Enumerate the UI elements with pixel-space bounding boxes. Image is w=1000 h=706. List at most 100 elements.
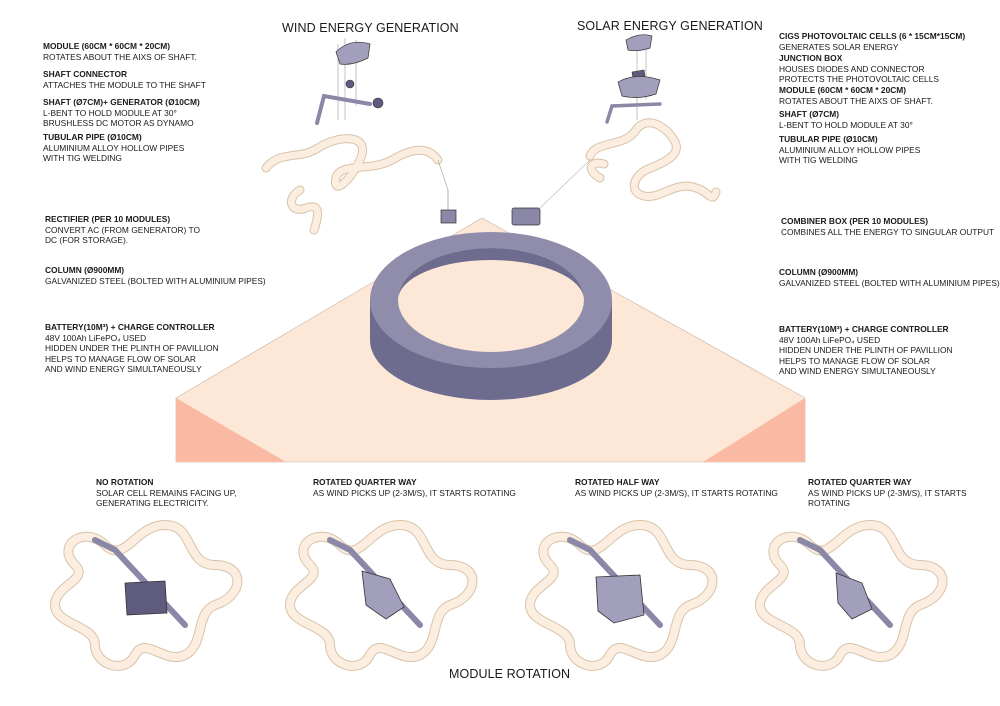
wind-module <box>335 41 371 65</box>
label-line: WITH TIG WELDING <box>43 153 122 164</box>
right-label-junction-box: JUNCTION BOX HOUSES DIODES AND CONNECTOR… <box>779 53 939 85</box>
plinth-left-side <box>176 398 286 462</box>
label-line: COMBINES ALL THE ENERGY TO SINGULAR OUTP… <box>781 226 995 237</box>
wind-heading: WIND ENERGY GENERATION <box>282 21 459 35</box>
label-title: BATTERY(10M³) + CHARGE CONTROLLER <box>45 322 215 332</box>
label-line: GALVANIZED STEEL (BOLTED WITH ALUMINIUM … <box>779 277 1000 288</box>
rotating-module <box>124 580 168 616</box>
caption-line: ROTATING <box>808 498 851 509</box>
rotation-caption-3: ROTATED HALF WAY AS WIND PICKS UP (2-3M/… <box>575 477 795 498</box>
label-line: 48V 100Ah LiFePO₄ USED <box>779 334 881 345</box>
right-label-shaft: SHAFT (Ø7CM) L-BENT TO HOLD MODULE AT 30… <box>779 109 913 130</box>
combiner-box <box>511 207 541 226</box>
rotation-diagrams <box>49 519 948 671</box>
caption-title: NO ROTATION <box>96 477 154 487</box>
label-line: WITH TIG WELDING <box>779 155 858 166</box>
label-line: ALUMINIUM ALLOY HOLLOW PIPES <box>43 142 185 153</box>
label-line: GENERATES SOLAR ENERGY <box>779 41 899 52</box>
solar-assembly <box>539 34 721 209</box>
rotation-diagram-2 <box>284 519 478 671</box>
right-label-combiner-box: COMBINER BOX (PER 10 MODULES) COMBINES A… <box>781 216 994 237</box>
pipe-loop <box>755 520 947 670</box>
column-ring <box>370 232 612 400</box>
label-line: BRUSHLESS DC MOTOR AS DYNAMO <box>43 118 194 129</box>
label-title: COLUMN (Ø900MM) <box>779 267 859 277</box>
label-line: ROTATES ABOUT THE AIXS OF SHAFT. <box>779 95 933 106</box>
pipe-loop <box>285 520 477 670</box>
rotation-diagram-3 <box>524 519 718 671</box>
label-title: SHAFT (Ø7CM)+ GENERATOR (Ø10CM) <box>43 97 200 107</box>
label-line: ATTACHES THE MODULE TO THE SHAFT <box>43 79 206 90</box>
right-label-pv-cells: CIGS PHOTOVOLTAIC CELLS (6 * 15CM*15CM) … <box>779 31 965 52</box>
label-line: DC (FOR STORAGE). <box>45 235 129 246</box>
label-line: HIDDEN UNDER THE PLINTH OF PAVILLION <box>779 345 953 356</box>
column-hole <box>398 248 584 352</box>
label-title: SHAFT CONNECTOR <box>43 69 128 79</box>
label-title: BATTERY(10M³) + CHARGE CONTROLLER <box>779 324 949 334</box>
label-line: 48V 100Ah LiFePO₄ USED <box>45 332 147 343</box>
rotation-caption-1: NO ROTATION SOLAR CELL REMAINS FACING UP… <box>96 477 256 509</box>
generator <box>372 97 384 109</box>
rotating-module <box>595 574 645 624</box>
left-label-tubular-pipe: TUBULAR PIPE (Ø10CM) ALUMINIUM ALLOY HOL… <box>43 132 184 164</box>
left-label-shaft-generator: SHAFT (Ø7CM)+ GENERATOR (Ø10CM) L-BENT T… <box>43 97 200 129</box>
caption-line: AS WIND PICKS UP (2-3M/S), IT STARTS ROT… <box>313 487 516 498</box>
label-title: MODULE (60CM * 60CM * 20CM) <box>43 41 171 51</box>
caption-title: ROTATED HALF WAY <box>575 477 660 487</box>
rotating-module <box>361 570 405 620</box>
caption-title: ROTATED QUARTER WAY <box>808 477 912 487</box>
rectifier-box <box>440 190 457 224</box>
pv-cells <box>625 34 653 52</box>
label-line: L-BENT TO HOLD MODULE AT 30° <box>779 119 913 130</box>
pipe-loop <box>525 520 717 670</box>
label-line: AND WIND ENERGY SIMULTANEOUSLY <box>779 366 936 377</box>
rotating-module <box>835 572 873 620</box>
left-label-column: COLUMN (Ø900MM) GALVANIZED STEEL (BOLTED… <box>45 265 266 286</box>
right-label-column: COLUMN (Ø900MM) GALVANIZED STEEL (BOLTED… <box>779 267 1000 288</box>
label-title: SHAFT (Ø7CM) <box>779 109 840 119</box>
rotation-diagram-4 <box>754 519 948 671</box>
wind-shaft <box>315 93 372 125</box>
junction-box <box>631 69 646 79</box>
caption-title: ROTATED QUARTER WAY <box>313 477 417 487</box>
shaft-connector <box>345 79 355 89</box>
left-label-battery: BATTERY(10M³) + CHARGE CONTROLLER 48V 10… <box>45 322 219 375</box>
label-line: GALVANIZED STEEL (BOLTED WITH ALUMINIUM … <box>45 275 266 286</box>
label-title: COMBINER BOX (PER 10 MODULES) <box>781 216 929 226</box>
plinth-right-side <box>703 398 805 462</box>
label-line: PROTECTS THE PHOTOVOLTAIC CELLS <box>779 74 939 85</box>
solar-shaft <box>605 102 662 124</box>
rotation-caption-4: ROTATED QUARTER WAY AS WIND PICKS UP (2-… <box>808 477 988 509</box>
rotation-caption-2: ROTATED QUARTER WAY AS WIND PICKS UP (2-… <box>313 477 533 498</box>
label-title: MODULE (60CM * 60CM * 20CM) <box>779 85 907 95</box>
left-label-module: MODULE (60CM * 60CM * 20CM) ROTATES ABOU… <box>43 41 197 62</box>
label-title: COLUMN (Ø900MM) <box>45 265 125 275</box>
rotation-diagram-1 <box>49 519 243 671</box>
column-inner-wall <box>398 248 584 300</box>
caption-line: SOLAR CELL REMAINS FACING UP, <box>96 487 237 498</box>
label-line: ALUMINIUM ALLOY HOLLOW PIPES <box>779 144 921 155</box>
caption-line: GENERATING ELECTRICITY. <box>96 498 209 509</box>
wind-assembly <box>261 38 449 235</box>
solar-module <box>617 76 661 98</box>
right-label-module: MODULE (60CM * 60CM * 20CM) ROTATES ABOU… <box>779 85 933 106</box>
label-line: L-BENT TO HOLD MODULE AT 30° <box>43 107 177 118</box>
label-title: TUBULAR PIPE (Ø10CM) <box>779 134 878 144</box>
label-line: HELPS TO MANAGE FLOW OF SOLAR <box>779 355 930 366</box>
caption-line: AS WIND PICKS UP (2-3M/S), IT STARTS ROT… <box>575 487 778 498</box>
label-line: AND WIND ENERGY SIMULTANEOUSLY <box>45 364 202 375</box>
left-label-shaft-connector: SHAFT CONNECTOR ATTACHES THE MODULE TO T… <box>43 69 206 90</box>
right-label-tubular-pipe: TUBULAR PIPE (Ø10CM) ALUMINIUM ALLOY HOL… <box>779 134 920 166</box>
label-line: CONVERT AC (FROM GENERATOR) TO <box>45 224 200 235</box>
label-line: HELPS TO MANAGE FLOW OF SOLAR <box>45 353 196 364</box>
label-title: RECTIFIER (PER 10 MODULES) <box>45 214 171 224</box>
label-title: CIGS PHOTOVOLTAIC CELLS (6 * 15CM*15CM) <box>779 31 966 41</box>
label-line: ROTATES ABOUT THE AIXS OF SHAFT. <box>43 51 197 62</box>
solar-heading: SOLAR ENERGY GENERATION <box>577 19 763 33</box>
label-line: HIDDEN UNDER THE PLINTH OF PAVILLION <box>45 343 219 354</box>
label-title: TUBULAR PIPE (Ø10CM) <box>43 132 142 142</box>
left-label-rectifier: RECTIFIER (PER 10 MODULES) CONVERT AC (F… <box>45 214 200 246</box>
right-label-battery: BATTERY(10M³) + CHARGE CONTROLLER 48V 10… <box>779 324 953 377</box>
caption-line: AS WIND PICKS UP (2-3M/S), IT STARTS <box>808 487 967 498</box>
